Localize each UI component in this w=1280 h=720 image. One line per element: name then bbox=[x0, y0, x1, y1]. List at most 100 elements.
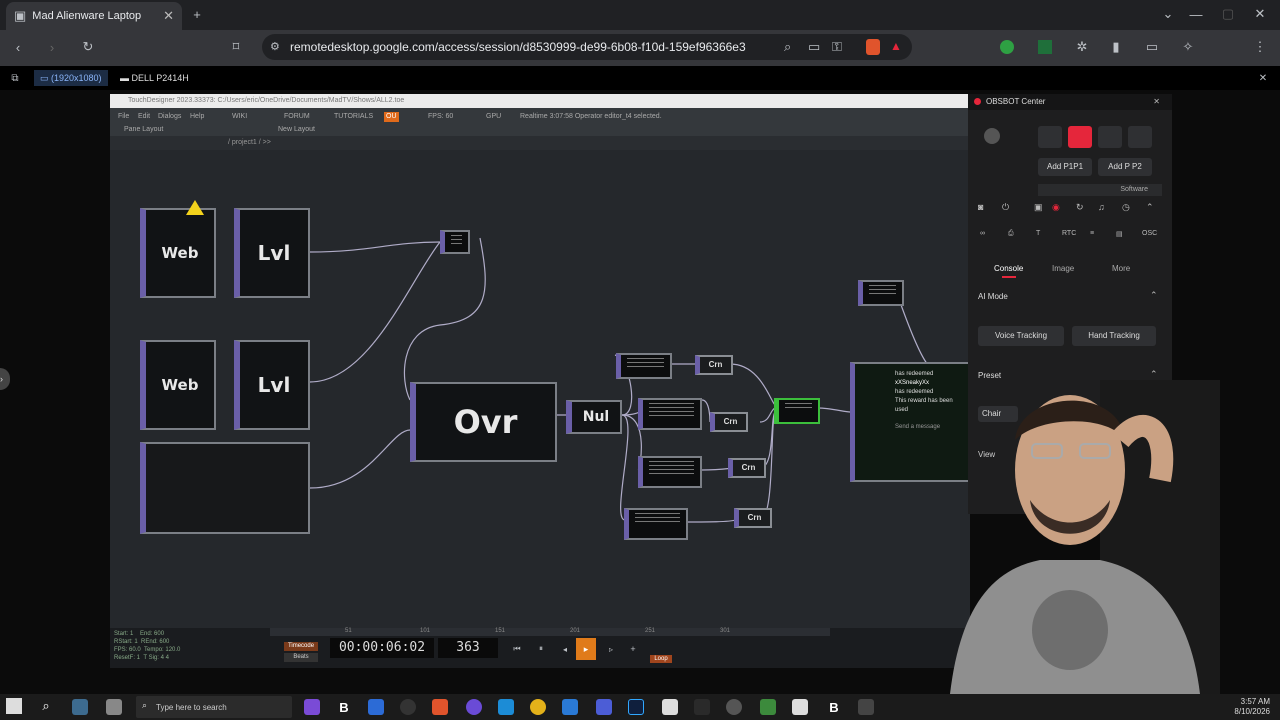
camera-slot-1[interactable] bbox=[1038, 126, 1062, 148]
app-icon-1[interactable] bbox=[72, 699, 88, 715]
tab-more[interactable]: More bbox=[1112, 264, 1131, 273]
crn-node-2[interactable]: Crn bbox=[710, 412, 748, 432]
ai-star-icon[interactable]: ✧ bbox=[1182, 39, 1194, 54]
network-editor[interactable]: Web Lvl Web Lvl Ovr Nul Crn Crn Crn Crn bbox=[110, 150, 970, 628]
extensions-puzzle-icon[interactable]: ✲ bbox=[1076, 39, 1088, 54]
chrome-icon[interactable] bbox=[530, 699, 546, 715]
app-icon-20[interactable] bbox=[694, 699, 710, 715]
software-bar[interactable]: Software bbox=[1038, 184, 1162, 196]
menu-file[interactable]: File bbox=[118, 113, 130, 120]
web-node-1[interactable]: Web bbox=[140, 208, 216, 298]
layers-icon[interactable]: ≡ bbox=[1090, 230, 1095, 237]
nul-node[interactable]: Nul bbox=[566, 400, 622, 434]
bookmark-icon[interactable]: ⌑ bbox=[232, 39, 240, 54]
cast-icon[interactable]: ▭ bbox=[808, 39, 821, 54]
frame-display[interactable]: 363 bbox=[438, 638, 498, 658]
menu-ou[interactable]: OU bbox=[384, 112, 399, 122]
skip-start-icon[interactable]: ⏮ bbox=[513, 644, 521, 653]
extension-icon[interactable] bbox=[1038, 40, 1052, 54]
small-right-node[interactable] bbox=[858, 280, 904, 306]
power-icon[interactable]: ⏻ bbox=[1002, 202, 1010, 212]
beats-toggle[interactable]: Beats bbox=[284, 653, 318, 662]
obsbot-close-icon[interactable]: ✕ bbox=[1153, 97, 1160, 106]
close-tab-icon[interactable]: ✕ bbox=[163, 8, 174, 23]
record-icon[interactable]: ▣ bbox=[1034, 202, 1043, 212]
tab-console[interactable]: Console bbox=[994, 264, 1024, 273]
text-node-4[interactable] bbox=[624, 508, 688, 540]
close-window-icon[interactable]: ✕ bbox=[1254, 6, 1266, 21]
ai-mode-collapse-icon[interactable]: ⌃ bbox=[1150, 290, 1158, 300]
audio-icon[interactable]: ♫ bbox=[1098, 202, 1105, 212]
warning-icon[interactable] bbox=[186, 200, 204, 215]
lvl-node-2[interactable]: Lvl bbox=[234, 340, 310, 430]
new-tab-icon[interactable]: + bbox=[193, 6, 201, 22]
side-expand-icon[interactable]: › bbox=[0, 368, 10, 390]
site-info-icon[interactable]: ⚙ bbox=[270, 41, 280, 53]
menu-dialogs[interactable]: Dialogs bbox=[158, 113, 182, 120]
forward-icon[interactable]: › bbox=[49, 39, 55, 55]
zoom-icon[interactable]: ⌕ bbox=[784, 39, 792, 54]
rtc-icon[interactable]: RTC bbox=[1062, 230, 1077, 237]
photoshop-icon[interactable] bbox=[628, 699, 644, 715]
timecode-display[interactable]: 00:00:06:02 bbox=[330, 638, 434, 658]
text-node-3[interactable] bbox=[638, 456, 702, 488]
small-top-node[interactable] bbox=[440, 230, 470, 254]
add-p2-button[interactable]: Add P P2 bbox=[1098, 158, 1152, 176]
camera-slot-3[interactable] bbox=[1098, 126, 1122, 148]
play-icon[interactable]: ▸ bbox=[576, 638, 596, 660]
extension-green-icon[interactable] bbox=[1000, 40, 1014, 54]
add-p1-button[interactable]: Add P1P1 bbox=[1038, 158, 1092, 176]
app-b-icon[interactable]: B bbox=[829, 699, 839, 715]
fullscreen-close-icon[interactable]: ✕ bbox=[1258, 72, 1268, 84]
display-switch-icon[interactable]: ⧉ bbox=[11, 72, 19, 84]
live-icon[interactable]: ◉ bbox=[1052, 202, 1060, 212]
windows-start-icon[interactable] bbox=[6, 698, 22, 714]
app-icon-8[interactable] bbox=[304, 699, 320, 715]
tab-image[interactable]: Image bbox=[1052, 264, 1075, 273]
web-node-2[interactable]: Web bbox=[140, 340, 216, 430]
browser-tab[interactable]: ▣ Mad Alienware Laptop ✕ bbox=[6, 2, 182, 30]
app-icon-23[interactable] bbox=[792, 699, 808, 715]
app-icon-22[interactable] bbox=[760, 699, 776, 715]
new-layout-label[interactable]: New Layout bbox=[278, 126, 315, 133]
print-icon[interactable]: ⎙ bbox=[1008, 230, 1014, 237]
app-icon-11[interactable] bbox=[400, 699, 416, 715]
voice-tracking-button[interactable]: Voice Tracking bbox=[978, 326, 1064, 346]
side-panel-icon[interactable]: ▮ bbox=[1112, 39, 1120, 54]
osc-icon[interactable]: OSC bbox=[1142, 230, 1158, 237]
ovr-node[interactable]: Ovr bbox=[410, 382, 557, 462]
collapse-icon[interactable]: ⌃ bbox=[1146, 202, 1154, 212]
menu-kebab-icon[interactable]: ⋮ bbox=[1253, 39, 1267, 54]
app-icon-16[interactable] bbox=[562, 699, 578, 715]
loop-toggle[interactable]: Loop bbox=[650, 655, 672, 663]
camera-slot-2[interactable] bbox=[1068, 126, 1092, 148]
step-back-icon[interactable]: ⏸ bbox=[539, 644, 543, 653]
text-icon[interactable]: T bbox=[1036, 230, 1041, 237]
back-icon[interactable]: ‹ bbox=[15, 39, 21, 55]
refresh-icon[interactable]: ↻ bbox=[1076, 202, 1084, 212]
avatar[interactable] bbox=[984, 128, 1000, 144]
menu-forum[interactable]: FORUM bbox=[284, 113, 310, 120]
pane-layout-label[interactable]: Pane Layout bbox=[124, 126, 164, 133]
link-icon[interactable]: ∞ bbox=[980, 230, 985, 237]
selected-output-node[interactable] bbox=[774, 398, 820, 424]
card-icon[interactable]: ▤ bbox=[1116, 231, 1123, 238]
reload-icon[interactable]: ↻ bbox=[82, 39, 94, 54]
hand-tracking-button[interactable]: Hand Tracking bbox=[1072, 326, 1156, 346]
brave-icon[interactable] bbox=[432, 699, 448, 715]
app-icon-17[interactable] bbox=[596, 699, 612, 715]
network-path[interactable]: / project1 / >> bbox=[110, 136, 970, 150]
taskbar-search-box[interactable]: ⌕ Type here to search bbox=[136, 696, 292, 718]
add-icon[interactable]: + bbox=[630, 644, 636, 654]
minimize-icon[interactable]: — bbox=[1189, 6, 1203, 22]
crn-node-4[interactable]: Crn bbox=[734, 508, 772, 528]
timeline-ruler[interactable]: 51 101 151 201 251 301 bbox=[270, 628, 830, 636]
display-tab-1[interactable]: ▭ (1920x1080) bbox=[34, 70, 108, 86]
password-key-icon[interactable]: ⚿ bbox=[832, 39, 842, 54]
menu-tutorials[interactable]: TUTORIALS bbox=[334, 113, 374, 120]
preset-chair[interactable]: Chair bbox=[978, 406, 1018, 422]
wallet-icon[interactable]: ▭ bbox=[1145, 39, 1159, 54]
rewards-triangle-icon[interactable]: ▲ bbox=[890, 39, 902, 53]
timecode-toggle[interactable]: Timecode bbox=[284, 642, 318, 651]
menu-edit[interactable]: Edit bbox=[138, 113, 151, 120]
